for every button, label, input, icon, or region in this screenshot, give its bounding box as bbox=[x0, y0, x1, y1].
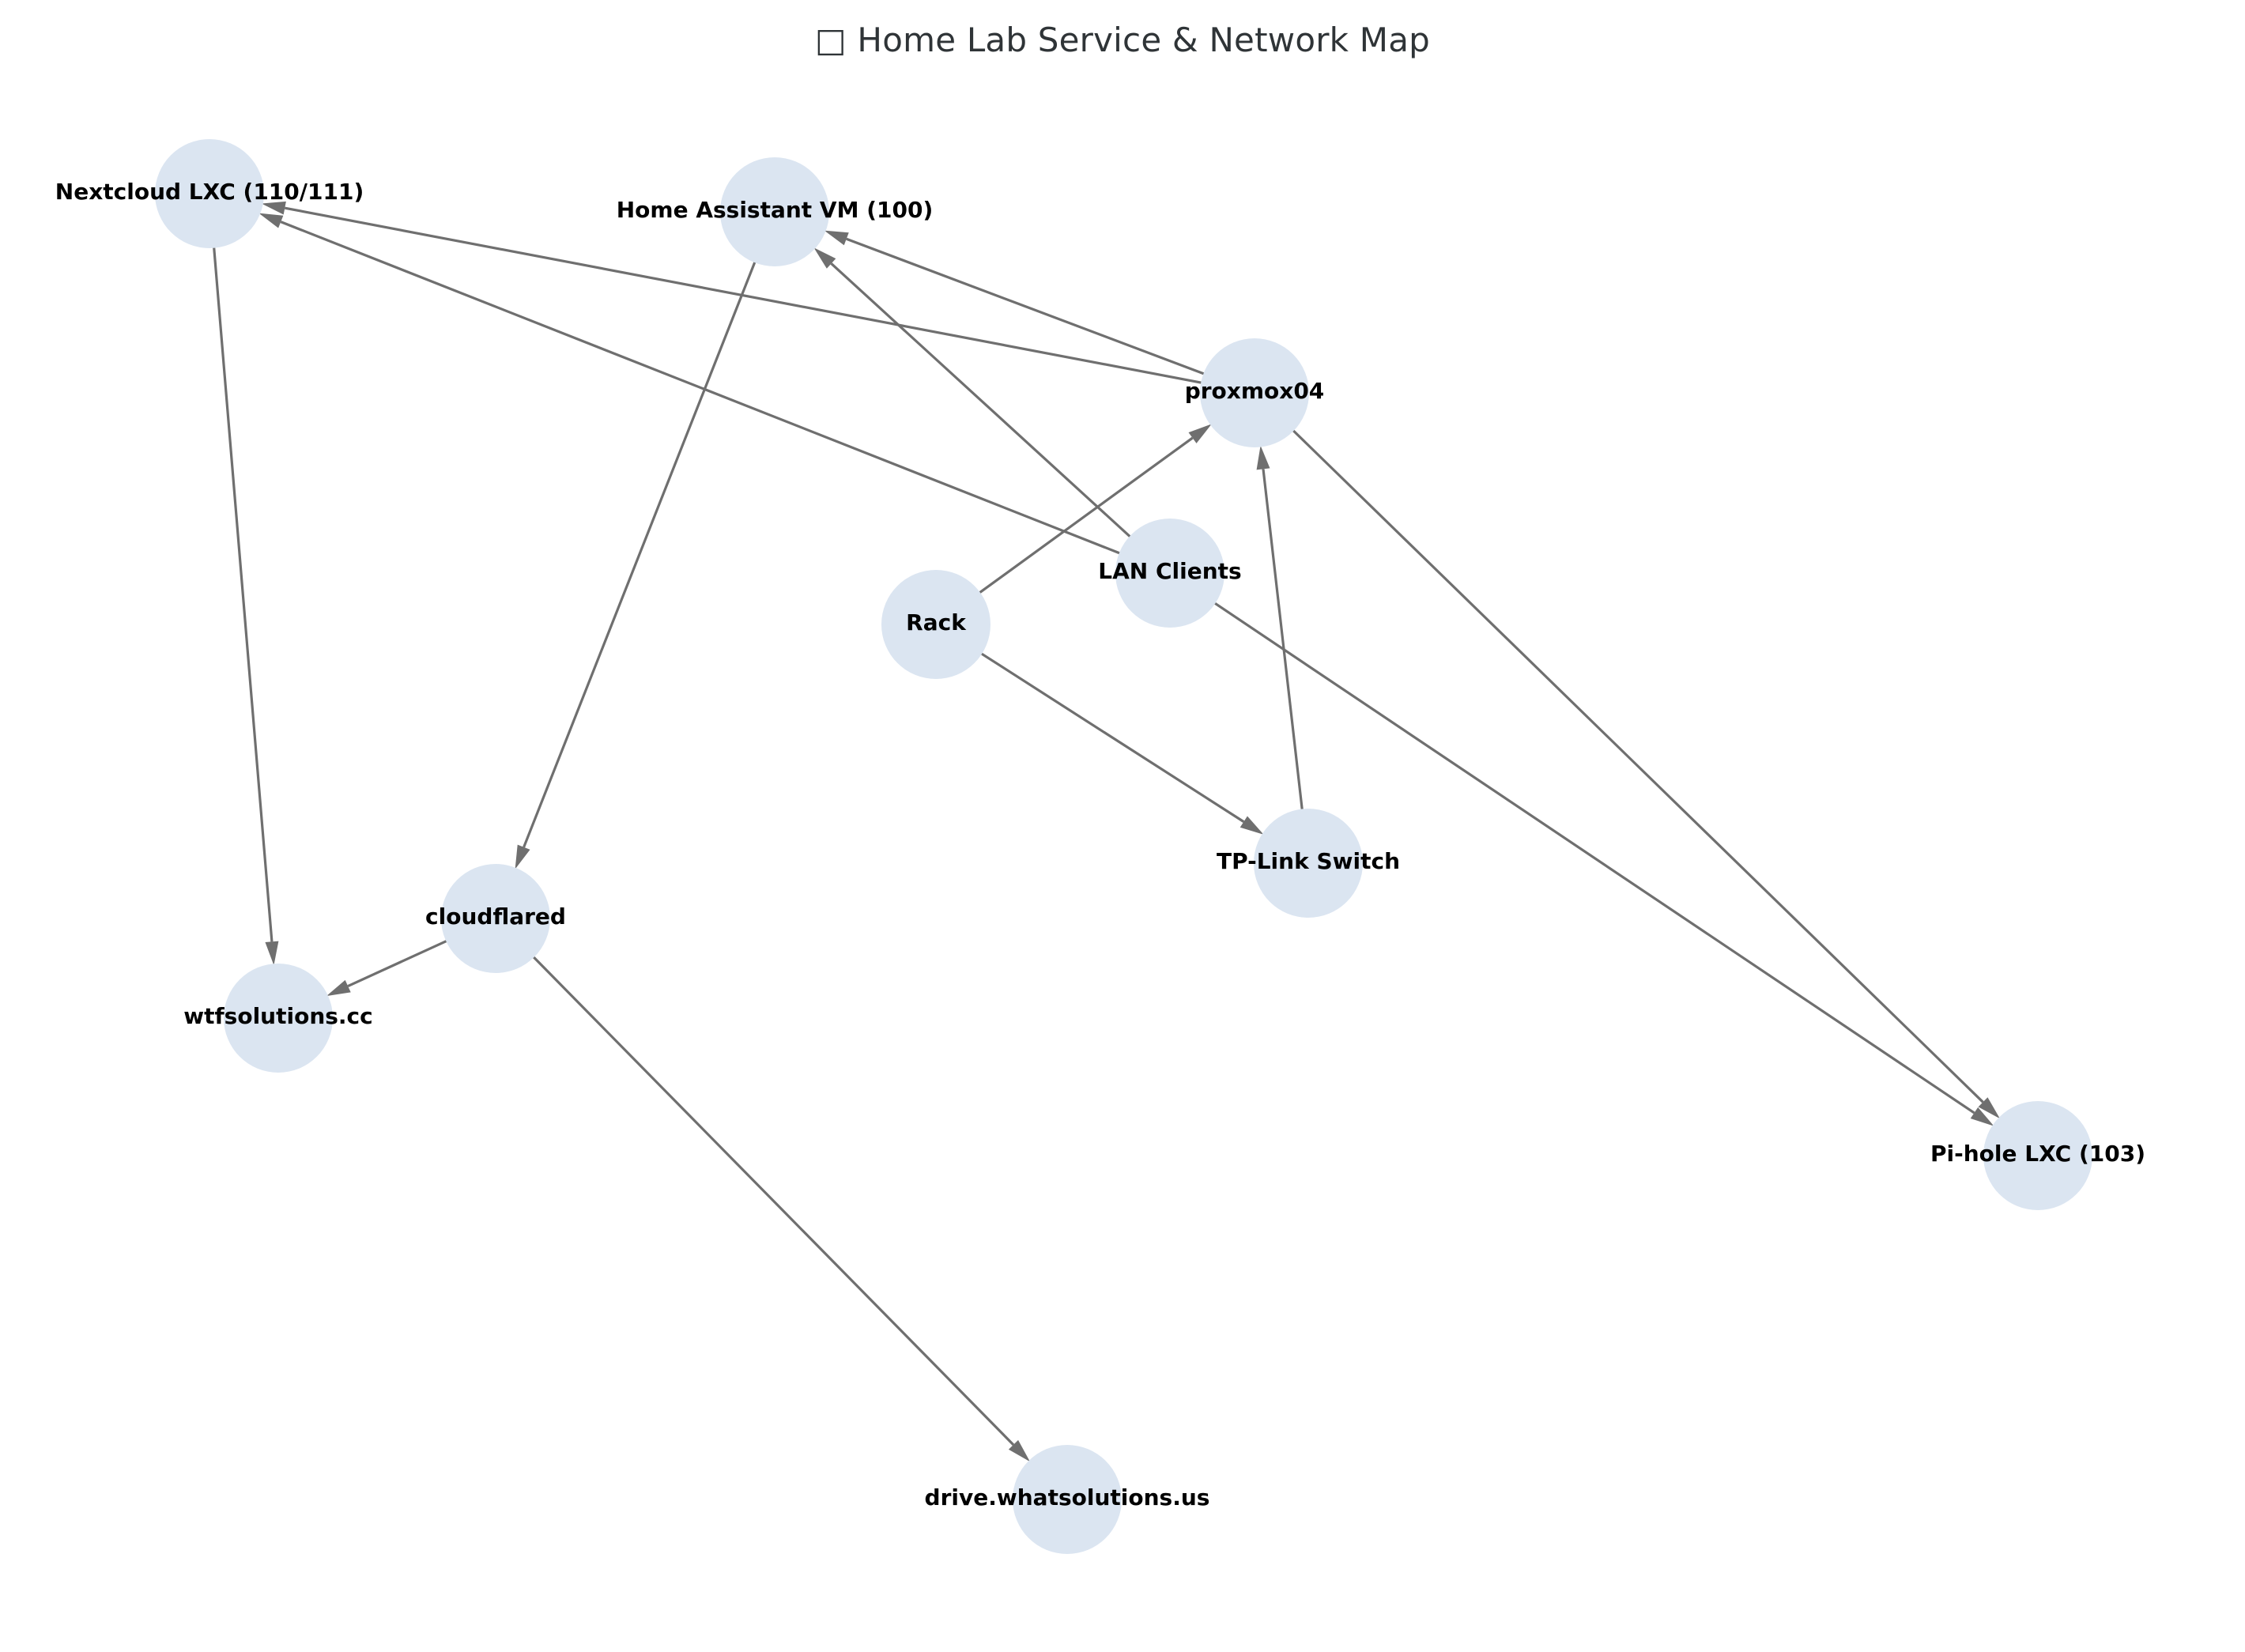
edges-layer bbox=[212, 201, 2000, 1462]
nodes-layer bbox=[155, 139, 2092, 1554]
node-label-drive: drive.whatsolutions.us bbox=[925, 1484, 1210, 1511]
edge-proxmox04-to-nextcloud bbox=[284, 206, 1203, 385]
node-tplink[interactable] bbox=[1254, 809, 1363, 918]
node-label-tplink: TP-Link Switch bbox=[1217, 848, 1400, 874]
node-proxmox04[interactable] bbox=[1200, 338, 1309, 447]
arrowhead-proxmox04-to-pihole bbox=[1978, 1097, 2000, 1119]
node-cloudflared[interactable] bbox=[441, 864, 550, 973]
node-drive[interactable] bbox=[1013, 1445, 1122, 1554]
edge-cloudflared-to-wtfsolutions bbox=[347, 939, 448, 988]
arrowhead-proxmox04-to-homeassistant bbox=[824, 230, 849, 246]
node-label-proxmox04: proxmox04 bbox=[1185, 378, 1325, 404]
node-lanclients[interactable] bbox=[1115, 519, 1224, 628]
edge-cloudflared-to-drive bbox=[531, 955, 1015, 1446]
edge-tplink-to-proxmox04 bbox=[1262, 469, 1304, 811]
node-homeassistant[interactable] bbox=[720, 157, 829, 266]
node-label-wtfsolutions: wtfsolutions.cc bbox=[183, 1003, 373, 1029]
arrowhead-cloudflared-to-wtfsolutions bbox=[326, 979, 351, 997]
edge-proxmox04-to-homeassistant bbox=[846, 237, 1206, 375]
node-nextcloud[interactable] bbox=[155, 139, 264, 248]
edge-lanclients-to-homeassistant bbox=[830, 262, 1132, 538]
node-label-homeassistant: Home Assistant VM (100) bbox=[617, 197, 934, 223]
edge-nextcloud-to-wtfsolutions bbox=[212, 246, 274, 942]
node-label-cloudflared: cloudflared bbox=[425, 903, 566, 930]
arrowhead-cloudflared-to-drive bbox=[1008, 1439, 1031, 1462]
arrowhead-rack-to-proxmox04 bbox=[1188, 424, 1212, 443]
node-rack[interactable] bbox=[881, 570, 990, 679]
arrowhead-tplink-to-proxmox04 bbox=[1256, 445, 1270, 470]
edge-rack-to-tplink bbox=[979, 651, 1245, 823]
arrowhead-nextcloud-to-wtfsolutions bbox=[265, 941, 279, 966]
arrowhead-lanclients-to-homeassistant bbox=[813, 247, 836, 269]
arrowhead-lanclients-to-nextcloud bbox=[258, 213, 284, 228]
node-label-rack: Rack bbox=[906, 609, 967, 636]
node-label-nextcloud: Nextcloud LXC (110/111) bbox=[55, 179, 364, 205]
node-pihole[interactable] bbox=[1983, 1101, 2092, 1210]
edge-lanclients-to-nextcloud bbox=[280, 221, 1122, 555]
node-wtfsolutions[interactable] bbox=[224, 964, 333, 1073]
labels-layer: Nextcloud LXC (110/111) Home Assistant VM… bbox=[55, 179, 2145, 1511]
arrowhead-homeassistant-to-cloudflared bbox=[515, 844, 530, 869]
edge-lanclients-to-pihole bbox=[1213, 602, 1975, 1115]
node-label-lanclients: LAN Clients bbox=[1098, 558, 1241, 584]
edge-rack-to-proxmox04 bbox=[978, 436, 1194, 594]
arrowhead-proxmox04-to-nextcloud bbox=[261, 201, 286, 215]
arrowhead-lanclients-to-pihole bbox=[1970, 1107, 1994, 1126]
edge-homeassistant-to-cloudflared bbox=[523, 260, 757, 848]
page-title: □ Home Lab Service & Network Map bbox=[815, 20, 1430, 59]
edge-proxmox04-to-pihole bbox=[1291, 428, 1984, 1103]
arrowhead-rack-to-tplink bbox=[1239, 816, 1264, 835]
node-label-pihole: Pi-hole LXC (103) bbox=[1930, 1141, 2145, 1167]
